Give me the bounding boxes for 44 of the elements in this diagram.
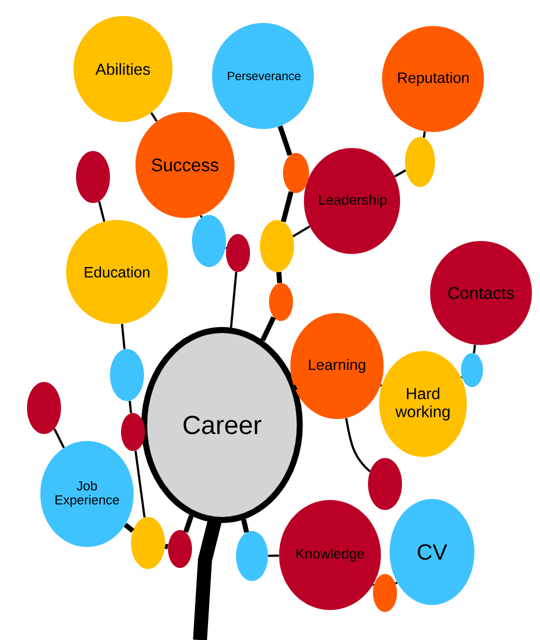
small-circle bbox=[121, 413, 145, 451]
small-circle bbox=[368, 458, 402, 510]
branch-line bbox=[372, 584, 374, 586]
branch-line bbox=[225, 246, 227, 250]
small-circle bbox=[260, 220, 294, 272]
small-circle bbox=[236, 531, 268, 581]
branch-line bbox=[128, 400, 132, 414]
branch-line bbox=[422, 131, 426, 138]
branch-line bbox=[120, 324, 126, 350]
small-circle bbox=[461, 353, 483, 387]
branch-line bbox=[276, 272, 282, 284]
branch-line bbox=[260, 316, 276, 342]
small-circle bbox=[269, 283, 293, 321]
branch-line bbox=[280, 191, 294, 222]
small-circle bbox=[131, 517, 165, 569]
branch-line bbox=[164, 544, 168, 550]
branch-line bbox=[380, 384, 382, 387]
branch-line bbox=[278, 125, 292, 156]
small-circle bbox=[110, 349, 144, 401]
branch-line bbox=[394, 582, 398, 585]
small-circle bbox=[192, 215, 226, 267]
branch-line bbox=[293, 384, 298, 390]
branch-line bbox=[345, 418, 371, 472]
branch-line bbox=[241, 518, 249, 533]
small-circle bbox=[283, 153, 309, 193]
branch-line bbox=[268, 554, 279, 557]
small-circle bbox=[405, 137, 435, 187]
branch-line bbox=[200, 215, 203, 218]
small-circle bbox=[373, 574, 397, 612]
small-circle bbox=[226, 234, 250, 272]
small-circle bbox=[27, 382, 61, 434]
branch-line bbox=[134, 450, 146, 518]
branch-line bbox=[124, 522, 134, 533]
branch-line bbox=[150, 112, 158, 122]
branch-line bbox=[230, 272, 238, 328]
branch-line bbox=[394, 169, 406, 178]
branch-line bbox=[460, 376, 462, 378]
branch-line bbox=[472, 344, 476, 354]
branch-line bbox=[183, 514, 194, 533]
branch-line bbox=[53, 428, 65, 448]
small-circle bbox=[168, 530, 192, 568]
branch-line bbox=[292, 226, 310, 238]
small-circle bbox=[76, 151, 110, 203]
branch-line bbox=[98, 201, 106, 222]
